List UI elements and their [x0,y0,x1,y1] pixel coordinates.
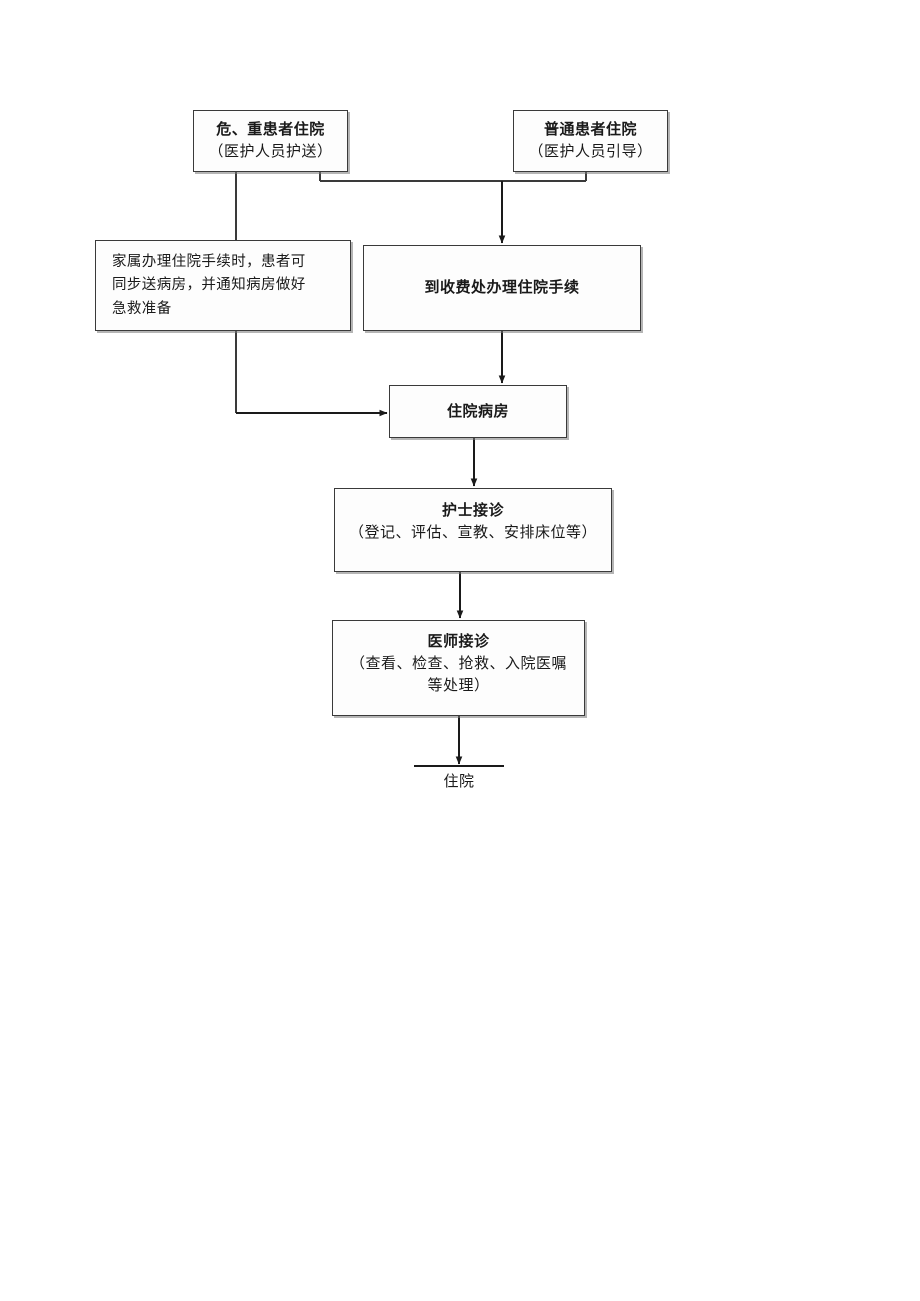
node-nurse-reception-subtitle: （登记、评估、宣教、安排床位等） [348,522,597,541]
node-cashier-title: 到收费处办理住院手续 [424,278,580,297]
node-family-note[interactable]: 家属办理住院手续时，患者可 同步送病房，并通知病房做好 急救准备 [95,240,351,331]
node-ward[interactable]: 住院病房 [389,385,567,438]
node-nurse-reception[interactable]: 护士接诊 （登记、评估、宣教、安排床位等） [334,488,612,572]
node-normal-patient[interactable]: 普通患者住院 （医护人员引导） [513,110,668,172]
terminal-label: 住院 [443,772,475,790]
node-doctor-reception[interactable]: 医师接诊 （查看、检查、抢救、入院医嘱 等处理） [332,620,585,716]
node-cashier[interactable]: 到收费处办理住院手续 [363,245,641,331]
node-ward-title: 住院病房 [446,401,509,420]
node-family-note-line3: 急救准备 [112,300,172,317]
node-family-note-line1: 家属办理住院手续时，患者可 [112,254,306,270]
node-doctor-reception-subtitle-line1: （查看、检查、抢救、入院医嘱 [349,653,567,672]
node-nurse-reception-title: 护士接诊 [441,501,504,519]
node-normal-patient-subtitle: （医护人员引导） [528,142,653,160]
node-critical-patient[interactable]: 危、重患者住院 （医护人员护送） [193,110,348,172]
node-family-note-line2: 同步送病房，并通知病房做好 [112,277,306,294]
node-normal-patient-title: 普通患者住院 [543,120,637,139]
node-doctor-reception-title: 医师接诊 [427,632,490,650]
node-critical-patient-title: 危、重患者住院 [216,120,325,139]
node-doctor-reception-subtitle-line2: 等处理） [427,675,490,694]
node-critical-patient-subtitle: （医护人员护送） [208,142,333,160]
